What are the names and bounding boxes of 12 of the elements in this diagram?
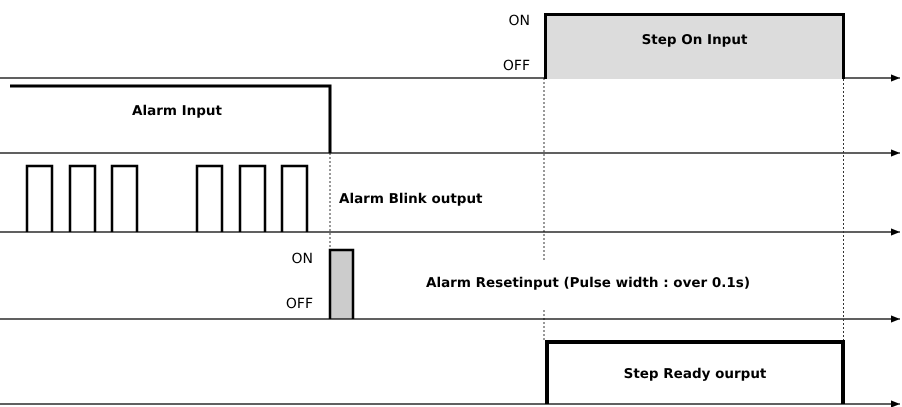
step-ready-pulse (545, 340, 845, 404)
signal-label: Alarm Blink output (339, 191, 483, 207)
signal-label: Alarm Input (132, 103, 222, 119)
guide-line (843, 78, 844, 340)
state-label: ON (508, 13, 530, 29)
signal-label: Step Ready ourput (624, 366, 766, 382)
signal-label: Step On Input (642, 32, 748, 48)
state-label: OFF (286, 296, 313, 312)
signal-label: Alarm Resetinput (Pulse width : over 0.1s) (426, 275, 750, 291)
step-on-pulse (544, 13, 845, 79)
state-label: ON (292, 251, 313, 267)
state-label: OFF (502, 58, 530, 74)
